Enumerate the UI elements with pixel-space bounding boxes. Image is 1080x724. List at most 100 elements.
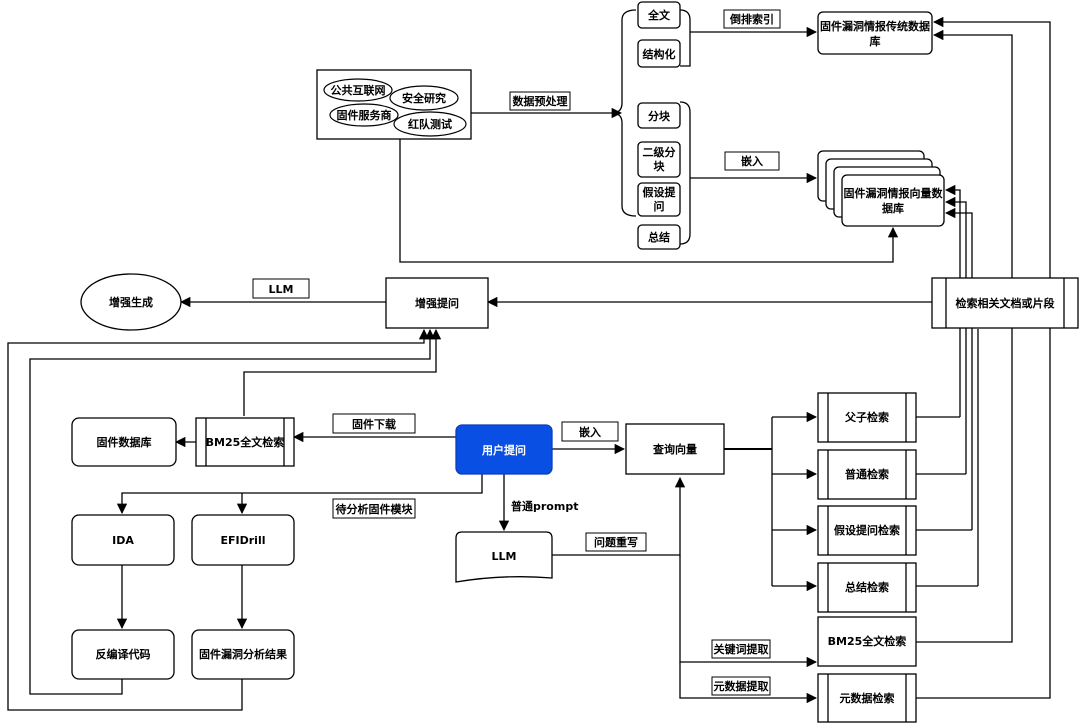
vuln-result-label: 固件漏洞分析结果 xyxy=(199,647,287,661)
retriever-normal: 普通检索 xyxy=(817,449,917,500)
edge-normal-up xyxy=(944,196,967,474)
firmware-db-node: 固件数据库 xyxy=(71,417,177,467)
query-vector-node: 查询向量 xyxy=(625,423,725,475)
label-box-firmware-download xyxy=(332,413,416,434)
edge-result-feedback xyxy=(7,328,430,711)
cloud-red-team-label: 红队测试 xyxy=(408,117,452,131)
traditional-db: 固件漏洞情报传统数据 库 xyxy=(817,11,933,55)
cloud-security-research: 安全研究 xyxy=(389,85,459,111)
bm25-left-node: BM25全文检索 xyxy=(195,417,295,467)
retrieve-docs-node: 检索相关文档或片段 xyxy=(931,277,1079,329)
efidrill-label: EFIDrill xyxy=(221,534,266,547)
summary-label: 总结 xyxy=(648,230,670,244)
retrieve-docs-label: 检索相关文档或片段 xyxy=(956,296,1055,310)
hypo-question-box xyxy=(637,182,681,217)
hypo-question-label-1: 假设提 xyxy=(643,185,677,199)
data-sources-group: 公共互联网 固件服务商 安全研究 红队测试 xyxy=(316,69,472,140)
structured-box xyxy=(637,39,681,68)
label-box-embed-top xyxy=(724,151,780,171)
edge-parent-up xyxy=(944,184,961,417)
hypo-question-label-2: 问 xyxy=(654,199,665,213)
label-preprocess: 数据预处理 xyxy=(513,94,568,108)
user-question-node: 用户提问 xyxy=(455,424,553,475)
retriever-summary: 总结检索 xyxy=(817,562,917,613)
augmented-generation-node: 增强生成 xyxy=(80,273,182,331)
label-metadata: 元数据提取 xyxy=(714,679,769,693)
label-to-analyze: 待分析固件模块 xyxy=(335,502,414,516)
edge-sources-to-vector xyxy=(399,139,899,263)
retriever-normal-label: 普通检索 xyxy=(845,467,889,481)
cloud-firmware-vendor-label: 固件服务商 xyxy=(337,108,392,122)
label-question-rewrite: 问题重写 xyxy=(594,535,638,549)
retriever-bm25-label: BM25全文检索 xyxy=(828,634,907,648)
firmware-db-label: 固件数据库 xyxy=(97,435,152,449)
full-text-box xyxy=(637,1,681,29)
label-embed-top: 嵌入 xyxy=(741,154,763,168)
edge-decomp-feedback xyxy=(29,328,436,695)
retriever-summary-label: 总结检索 xyxy=(845,580,889,594)
augmented-question-node: 增强提问 xyxy=(385,277,489,329)
chunk-box xyxy=(637,102,681,129)
summary-box xyxy=(637,224,681,250)
cloud-public-internet: 公共互联网 xyxy=(323,78,393,102)
label-box-embed-mid xyxy=(561,421,619,442)
query-vector-label: 查询向量 xyxy=(653,442,697,456)
cloud-security-research-label: 安全研究 xyxy=(402,91,446,105)
augmented-question-label: 增强提问 xyxy=(415,296,459,310)
edge-meta-to-trad xyxy=(916,16,1051,699)
full-text-label: 全文 xyxy=(647,8,671,22)
edge-user-to-tools xyxy=(116,474,483,515)
retriever-hypothetical: 假设提问检索 xyxy=(817,505,917,556)
edge-labels: 数据预处理 倒排索引 嵌入 LLM 固件下载 嵌入 待分析固件模块 普通prom… xyxy=(252,9,781,696)
label-box-preprocess xyxy=(509,91,571,111)
traditional-db-label-1: 固件漏洞情报传统数据 xyxy=(820,19,930,33)
label-keyword: 关键词提取 xyxy=(714,642,769,656)
retriever-hypothetical-label: 假设提问检索 xyxy=(834,523,900,537)
llm-mid-label: LLM xyxy=(492,550,517,563)
vector-db-label-1: 固件漏洞情报向量数 xyxy=(844,186,944,200)
decompiled-code-label: 反编译代码 xyxy=(96,647,151,661)
retriever-metadata: 元数据检索 xyxy=(817,673,917,723)
vuln-result-node: 固件漏洞分析结果 xyxy=(191,629,295,680)
chunk-brace xyxy=(611,9,691,245)
structured-label: 结构化 xyxy=(642,47,676,61)
edge-bm25-to-trad xyxy=(916,29,1013,643)
vector-db xyxy=(841,174,945,227)
secondary-chunk-label-2: 块 xyxy=(654,159,666,173)
label-embed-mid: 嵌入 xyxy=(579,425,601,439)
augmented-generation-label: 增强生成 xyxy=(109,295,153,309)
cloud-red-team: 红队测试 xyxy=(393,111,467,137)
label-firmware-download: 固件下载 xyxy=(352,417,396,431)
retriever-parent-child: 父子检索 xyxy=(817,392,917,443)
vector-db-stack: 固件漏洞情报向量数 据库 xyxy=(817,150,945,227)
label-box-inverted-index xyxy=(723,9,781,29)
chunk-label: 分块 xyxy=(648,109,671,123)
retriever-metadata-label: 元数据检索 xyxy=(840,691,895,705)
label-llm-top: LLM xyxy=(269,283,294,296)
connectors xyxy=(7,16,1051,711)
edge-hypo-up xyxy=(944,207,973,530)
retriever-parent-child-label: 父子检索 xyxy=(844,410,889,424)
edge-metadata xyxy=(679,662,818,704)
edge-bm25-to-augq xyxy=(243,328,442,416)
vector-db-label-2: 据库 xyxy=(882,201,904,215)
secondary-chunk-label-1: 二级分 xyxy=(643,145,676,159)
efidrill-node: EFIDrill xyxy=(191,514,295,566)
retriever-bm25: BM25全文检索 xyxy=(817,616,917,667)
label-box-to-analyze xyxy=(332,498,416,519)
secondary-chunk-box xyxy=(637,141,681,178)
traditional-db-label-2: 库 xyxy=(870,34,881,48)
label-box-metadata xyxy=(711,676,771,696)
chunk-methods: 全文 结构化 分块 二级分 块 假设提 问 总结 xyxy=(637,1,681,250)
ida-node: IDA xyxy=(71,514,175,566)
label-box-keyword xyxy=(711,639,771,659)
decompiled-code-node: 反编译代码 xyxy=(71,629,175,680)
cloud-public-internet-label: 公共互联网 xyxy=(331,83,386,97)
ida-label: IDA xyxy=(112,534,134,547)
llm-mid-node: LLM xyxy=(455,531,553,583)
bm25-left-label: BM25全文检索 xyxy=(206,435,285,449)
label-inverted-index: 倒排索引 xyxy=(729,12,774,26)
cloud-firmware-vendor: 固件服务商 xyxy=(329,103,399,127)
user-question-label: 用户提问 xyxy=(482,443,526,457)
